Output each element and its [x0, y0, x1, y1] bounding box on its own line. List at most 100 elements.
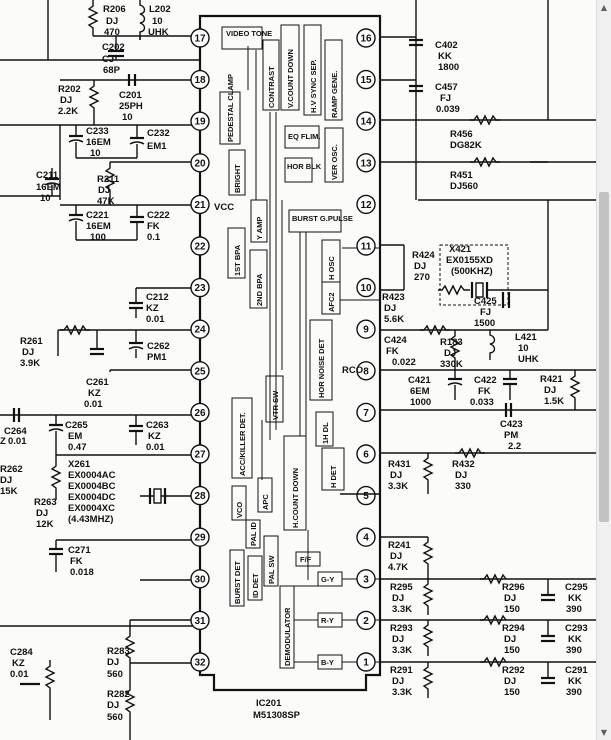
c211-ref: C211	[36, 170, 59, 181]
ic-pin-7: 7	[356, 402, 376, 423]
c425: C425 FJ 1500	[474, 296, 497, 329]
ic-pin-5: 5	[356, 485, 376, 506]
r283: R283 DJ 560	[107, 620, 136, 680]
c291-code: KK	[568, 676, 582, 687]
r294-value: 150	[504, 645, 520, 656]
ic-pin-circle	[356, 277, 376, 298]
block-id-det: ID DET	[251, 573, 260, 598]
c222-ref: C222	[147, 210, 170, 221]
c261-value: 0.01	[84, 399, 103, 410]
ic-pin-number: 17	[194, 34, 206, 45]
l202-ref: L202	[149, 4, 171, 15]
ic-pin-23: 23	[190, 277, 210, 298]
c222-code: FK	[147, 221, 160, 232]
block-y-amp: Y AMP	[255, 217, 264, 240]
c233-code: 16EM	[86, 137, 111, 148]
vertical-scrollbar[interactable]: ▲ ▼	[596, 0, 611, 740]
c457-value: 0.039	[436, 104, 460, 115]
block-1st-bpa: 1ST BPA	[233, 244, 242, 276]
scroll-thumb[interactable]	[599, 192, 609, 522]
ic-pin-number: 1	[363, 658, 369, 669]
c202-value: 68P	[103, 65, 121, 76]
r431-code: DJ	[390, 470, 402, 481]
ic-pin-27: 27	[190, 444, 210, 464]
ic-pin-number: 16	[360, 34, 372, 45]
r432: R432 DJ 330	[452, 447, 485, 492]
ic-pin-number: 19	[194, 117, 206, 128]
r206: R206 DJ 470	[87, 0, 126, 38]
vcc-label: VCC	[214, 202, 234, 213]
c284-code: KZ	[12, 658, 25, 669]
c265-ref: C265	[65, 420, 88, 431]
ic-pin-circle	[356, 319, 376, 339]
r451-ref: R451	[450, 170, 473, 181]
r202-value: 2.2K	[58, 106, 78, 117]
r282: R282 DJ 560	[107, 663, 136, 740]
c212-ref: C212	[146, 292, 169, 303]
c264-code: Z	[0, 436, 6, 447]
c422-value: 0.033	[470, 397, 494, 408]
block-vco: VCO	[235, 502, 244, 518]
c422-ref: C422	[474, 375, 497, 386]
r432-value: 330	[455, 481, 471, 492]
c201: C201 25PH 10	[119, 74, 143, 123]
block-hor-noise-det: HOR NOISE DET	[317, 338, 326, 398]
c424: C424 FK 0.022	[384, 335, 416, 368]
output-network-2: R293 DJ 3.3K R294 DJ 150 C293 KK 390	[380, 614, 596, 656]
block-pedestal-clamp: PEDESTAL CLAMP	[226, 74, 235, 142]
r183: R183 DJ 330K	[440, 330, 463, 370]
ic-pin-21: 21	[190, 194, 210, 215]
c421: C421 6EM 1000	[408, 370, 463, 408]
ic-pin-18: 18	[190, 69, 210, 90]
ic-pin-circle	[190, 153, 210, 173]
ic-pin-1: 1	[356, 652, 376, 672]
r261-code: DJ	[22, 347, 34, 358]
ic-pin-number: 8	[363, 366, 369, 377]
r263: R263 DJ 12K	[34, 497, 57, 530]
circuit-schematic: R206 DJ 470 L202 10 UHK C202 CJ 68P R202…	[0, 0, 596, 740]
ic-pin-circle	[356, 69, 376, 90]
r421-value: 1.5K	[544, 396, 564, 407]
r283-code: DJ	[107, 657, 119, 668]
ic-pin-circle	[356, 610, 376, 631]
c295-ref: C295	[565, 582, 588, 593]
r211-value: 47K	[97, 196, 115, 207]
block-bright: BRIGHT	[233, 164, 242, 193]
r424-ref: R424	[412, 250, 435, 261]
c295-code: KK	[568, 593, 582, 604]
r451: R451 DJ560	[450, 156, 500, 192]
ic-pin-number: 28	[194, 491, 206, 502]
ic-pin-circle	[356, 402, 376, 423]
ic-pin-circle	[190, 652, 210, 672]
ic-pin-circle	[356, 569, 376, 589]
x421-freq: (500KHZ)	[451, 266, 493, 277]
c264: C264 Z 0.01	[0, 408, 27, 447]
scroll-up-arrow-icon[interactable]: ▲	[600, 3, 608, 12]
c402-code: KK	[438, 51, 452, 62]
r282-value: 560	[107, 712, 123, 723]
c233: C233 16EM 10	[68, 125, 111, 159]
ic-pin-number: 4	[363, 533, 369, 544]
block-h-det: H DET	[329, 465, 338, 488]
ic-pin-25: 25	[190, 361, 210, 381]
r296-code: DJ	[504, 593, 516, 604]
c263-code: KZ	[148, 431, 161, 442]
c212-code: KZ	[146, 303, 159, 314]
c457-code: FJ	[440, 93, 451, 104]
ic-pin-number: 29	[194, 533, 206, 544]
c233-ref: C233	[86, 126, 109, 137]
ic-pin-number: 21	[194, 200, 206, 211]
ic-pin-circle	[190, 485, 210, 506]
ic-pin-32: 32	[190, 652, 210, 672]
block-apc: APC	[261, 494, 270, 510]
ic-pin-number: 24	[194, 325, 206, 336]
block-afc2: AFC2	[327, 292, 336, 312]
c212-value: 0.01	[146, 314, 165, 325]
scroll-down-arrow-icon[interactable]: ▼	[600, 728, 608, 737]
r262-ref: R262	[0, 464, 23, 475]
ic-pin-10: 10	[356, 277, 376, 298]
r241-ref: R241	[388, 540, 411, 551]
x261-part-4: EX0004XC	[68, 503, 115, 514]
r296-ref: R296	[502, 582, 525, 593]
